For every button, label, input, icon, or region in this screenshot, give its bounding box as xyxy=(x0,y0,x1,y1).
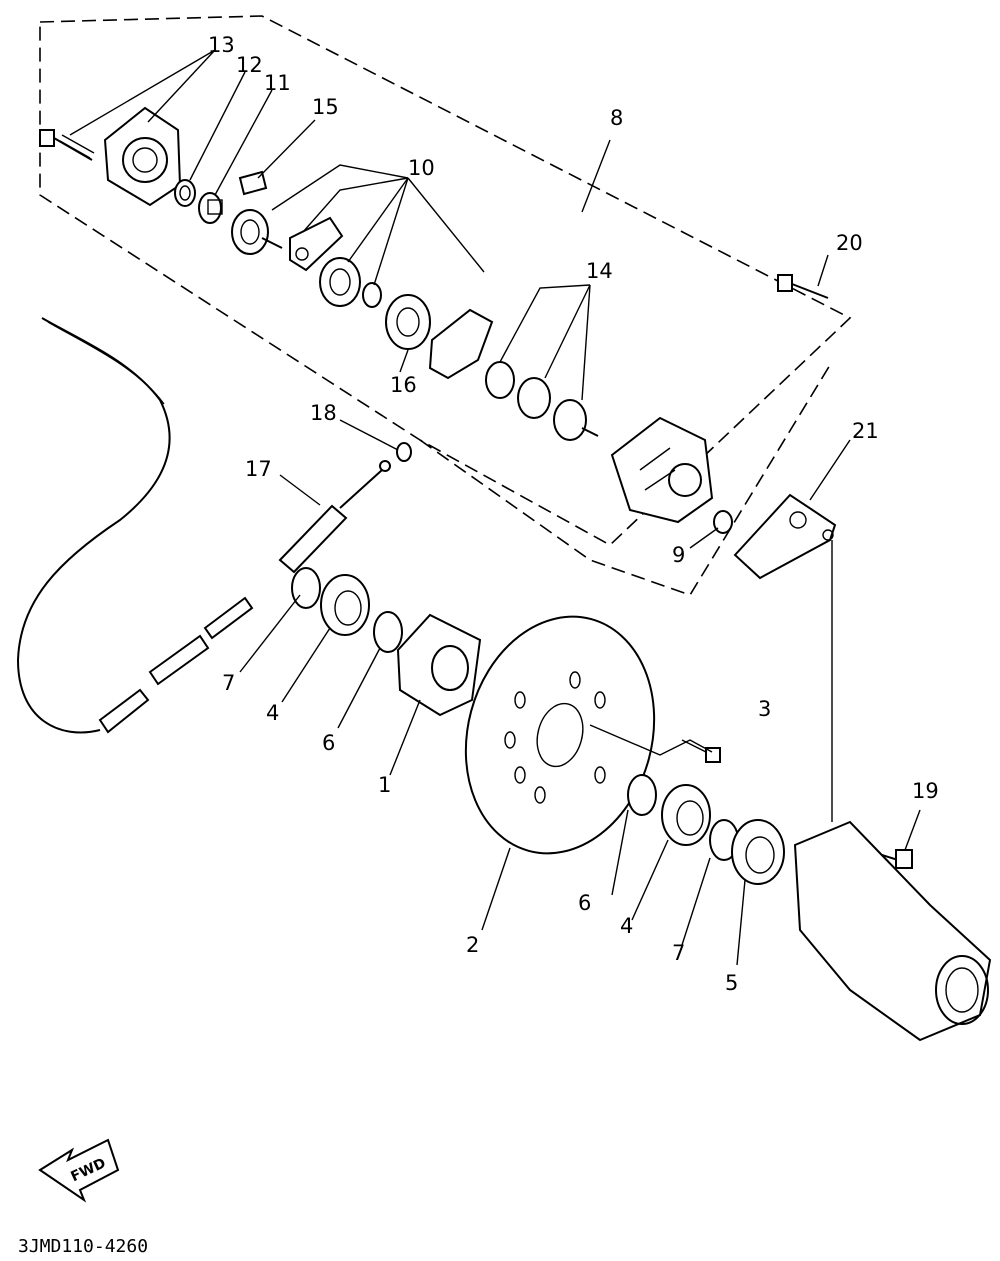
part-14-cap xyxy=(517,377,551,419)
part-1-hub xyxy=(396,613,482,717)
cable-fitting xyxy=(98,596,254,734)
caliper-body xyxy=(610,416,714,524)
part-4-seal-right xyxy=(661,784,711,846)
callout-4-left: 4 xyxy=(266,701,279,725)
callout-11: 11 xyxy=(264,71,291,95)
callout-7-left: 7 xyxy=(222,671,235,695)
part-20-bolt xyxy=(777,274,829,299)
part-2-brake-disc xyxy=(464,615,656,855)
part-4-seal-left xyxy=(320,574,370,636)
diagram-code: 3JMD110-4260 xyxy=(18,1236,148,1257)
callout-7-right: 7 xyxy=(672,941,685,965)
callout-12: 12 xyxy=(236,53,263,77)
callout-labels: 13 12 11 15 10 8 14 16 20 18 17 21 9 7 4… xyxy=(208,33,939,995)
assembly-boundary-8 xyxy=(39,15,852,546)
callout-3: 3 xyxy=(758,697,771,721)
fwd-arrow-icon: FWD xyxy=(38,1138,120,1203)
gasket xyxy=(428,308,494,380)
callout-17: 17 xyxy=(245,457,272,481)
part-10-gear-b xyxy=(319,257,361,307)
callout-13: 13 xyxy=(208,33,235,57)
callout-21: 21 xyxy=(852,419,879,443)
callout-15: 15 xyxy=(312,95,339,119)
part-9-nut xyxy=(713,510,733,534)
part-16-bearing xyxy=(385,294,431,350)
callout-9: 9 xyxy=(672,543,685,567)
part-11-gear xyxy=(198,192,223,224)
callout-14: 14 xyxy=(586,259,613,283)
part-21-bracket xyxy=(733,493,837,580)
callout-18: 18 xyxy=(310,401,337,425)
assembly-boundary-lower xyxy=(419,364,831,596)
part-3-bolt xyxy=(681,739,721,763)
part-17-cable-end xyxy=(278,460,391,574)
callout-2: 2 xyxy=(466,933,479,957)
part-5-seal xyxy=(731,819,785,885)
part-15-pin xyxy=(238,170,268,196)
callout-1: 1 xyxy=(378,773,391,797)
callout-8: 8 xyxy=(610,106,623,130)
part-14-piston xyxy=(553,399,599,441)
callout-5: 5 xyxy=(725,971,738,995)
callout-16: 16 xyxy=(390,373,417,397)
leader-3 xyxy=(589,724,713,756)
part-12-washer xyxy=(174,179,196,207)
part-18-nut xyxy=(396,442,412,462)
part-6-oring-right xyxy=(627,774,657,816)
callout-6-left: 6 xyxy=(322,731,335,755)
part-10-plate xyxy=(289,216,344,272)
part-19-bolt xyxy=(881,849,913,869)
part-10-gear-c xyxy=(362,282,382,308)
part-13-bolt xyxy=(39,129,95,161)
part-14-oring xyxy=(485,361,515,399)
callout-19: 19 xyxy=(912,779,939,803)
callout-20: 20 xyxy=(836,231,863,255)
axle-housing xyxy=(793,820,992,1042)
part-7-circlip-left xyxy=(291,567,321,609)
part-13-cover xyxy=(103,106,182,207)
callout-4-right: 4 xyxy=(620,914,633,938)
part-6-oring-left xyxy=(373,611,403,653)
callout-6-right: 6 xyxy=(578,891,591,915)
leader-lines xyxy=(69,49,921,966)
brake-cable-inner xyxy=(47,321,165,405)
brake-cable xyxy=(16,317,171,734)
part-10-gear-a xyxy=(231,209,283,255)
callout-10: 10 xyxy=(408,156,435,180)
